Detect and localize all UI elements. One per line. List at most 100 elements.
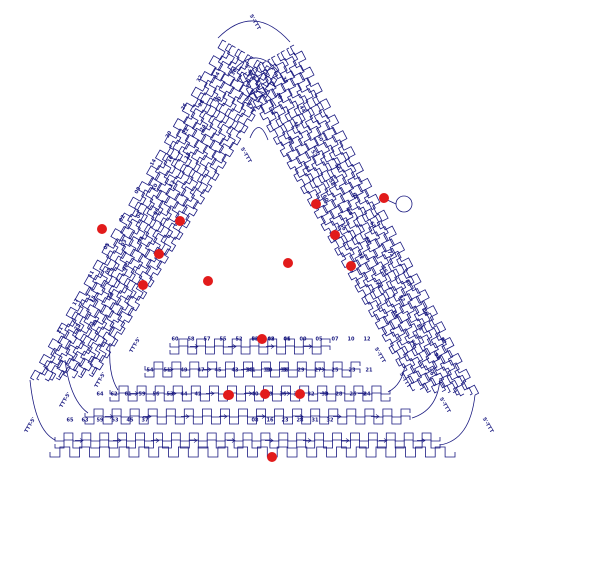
left-arm-helix xyxy=(63,55,255,378)
marker-dot xyxy=(175,216,185,226)
left-arm-label: 06 xyxy=(153,207,162,216)
right-arm-label: 40 xyxy=(274,91,283,100)
apex-loop xyxy=(249,127,269,141)
direction-arrow xyxy=(244,391,253,396)
row-label: 40 xyxy=(252,392,259,398)
marker-dot xyxy=(346,261,356,271)
row-label: 24 xyxy=(364,392,371,398)
strand-end-label: 5'-TTT xyxy=(239,146,253,164)
left-arm-label: 32 xyxy=(196,74,205,83)
left-arm-label: 25 xyxy=(73,322,82,331)
direction-arrow xyxy=(181,414,190,419)
direction-arrow xyxy=(333,414,342,419)
row-label: 32 xyxy=(327,418,334,424)
left-arm-helix xyxy=(44,44,236,382)
row-label: 30 xyxy=(322,392,329,398)
row-label: 23 xyxy=(282,418,289,424)
right-arm-label: 52 xyxy=(309,149,318,158)
right-arm-label: 88 xyxy=(415,323,424,332)
left-arm-helix-inner xyxy=(36,43,232,381)
left-arm-helix-inner xyxy=(91,70,279,375)
right-arm-label: 66 xyxy=(338,223,347,232)
row-label: 32 xyxy=(308,392,315,398)
right-arm-label: 48 xyxy=(286,136,295,145)
left-arm-label: 07 xyxy=(121,263,130,272)
row-label: 08 xyxy=(252,418,259,424)
row-label: 23 xyxy=(349,368,356,374)
right-arm-helix xyxy=(261,61,447,393)
row-label: 39 xyxy=(266,368,273,374)
marker-dot xyxy=(295,389,305,399)
row-label: 65 xyxy=(67,418,74,424)
right-arm-label: 44 xyxy=(298,105,307,114)
direction-arrow xyxy=(317,367,326,372)
row-label: 51 xyxy=(164,368,171,374)
strand-end-label: 5'-TTT xyxy=(373,346,387,364)
left-arm-helix-inner xyxy=(49,48,241,381)
row-label: 28 xyxy=(297,418,304,424)
right-arm-helix-inner xyxy=(248,69,429,391)
row-label: 35 xyxy=(247,368,254,374)
direction-arrow xyxy=(219,414,228,419)
direction-arrow xyxy=(190,344,199,349)
left-arm-label: 20 xyxy=(165,130,174,139)
right-arm-label: 58 xyxy=(327,178,336,187)
right-arm-label: 96 xyxy=(426,368,435,377)
right-arm-label: 76 xyxy=(380,265,389,274)
direction-arrow xyxy=(203,367,212,372)
left-arm-label: 08 xyxy=(134,186,143,195)
row-label: 61 xyxy=(125,392,132,398)
left-arm-label: 14 xyxy=(149,158,158,167)
right-arm-label: 82 xyxy=(397,294,406,303)
left-arm-label: 03 xyxy=(120,238,129,247)
hairpin-loop xyxy=(395,195,413,213)
left-arm-label: 10 xyxy=(151,182,160,191)
right-arm-helix-inner xyxy=(238,75,416,392)
right-arm-helix xyxy=(252,66,432,394)
row-label: 47 xyxy=(198,368,205,374)
row-label: 62 xyxy=(111,392,118,398)
right-arm-label: 60 xyxy=(321,194,330,203)
row-label: 31 xyxy=(312,418,319,424)
right-arm-label: 38 xyxy=(280,76,289,85)
right-arm-helix xyxy=(270,55,458,394)
right-arm-helix xyxy=(280,50,465,397)
bottom-row-helix-pair xyxy=(54,439,441,449)
right-arm-label: 68 xyxy=(368,221,377,230)
corner-connector xyxy=(439,394,476,446)
row-label: 45 xyxy=(215,368,222,374)
bottom-row-helix-pair xyxy=(169,345,331,355)
row-label: 60 xyxy=(172,337,179,343)
left-arm-helix-inner xyxy=(71,59,260,379)
direction-arrow xyxy=(189,438,198,443)
row-label: 29 xyxy=(298,368,305,374)
right-arm-label: 80 xyxy=(403,278,412,287)
row-label: 49 xyxy=(181,368,188,374)
left-arm-label: 09 xyxy=(104,266,113,275)
marker-dot xyxy=(97,224,107,234)
left-arm-label: 05 xyxy=(103,241,112,250)
row-label: 43 xyxy=(232,368,239,374)
row-label: 37 xyxy=(142,418,149,424)
row-label: 33 xyxy=(264,368,271,374)
marker-dot xyxy=(223,390,233,400)
corner-connector xyxy=(387,364,406,393)
right-arm-label: 70 xyxy=(362,236,371,245)
marker-dot xyxy=(203,276,213,286)
row-label: 45 xyxy=(127,418,134,424)
row-label: 64 xyxy=(97,392,104,398)
corner-connector xyxy=(29,379,56,441)
direction-arrow xyxy=(379,438,388,443)
left-arm-label: 21 xyxy=(56,325,65,334)
row-label: 50 xyxy=(252,337,259,343)
left-arm-label: 30 xyxy=(215,95,224,104)
direction-arrow xyxy=(241,367,250,372)
row-label: 02 xyxy=(268,337,275,343)
direction-arrow xyxy=(303,438,312,443)
row-label: 46 xyxy=(284,337,291,343)
row-label: 63 xyxy=(82,418,89,424)
direction-arrow xyxy=(105,414,114,419)
row-label: 54 xyxy=(147,368,154,374)
right-arm-helix xyxy=(289,44,480,396)
